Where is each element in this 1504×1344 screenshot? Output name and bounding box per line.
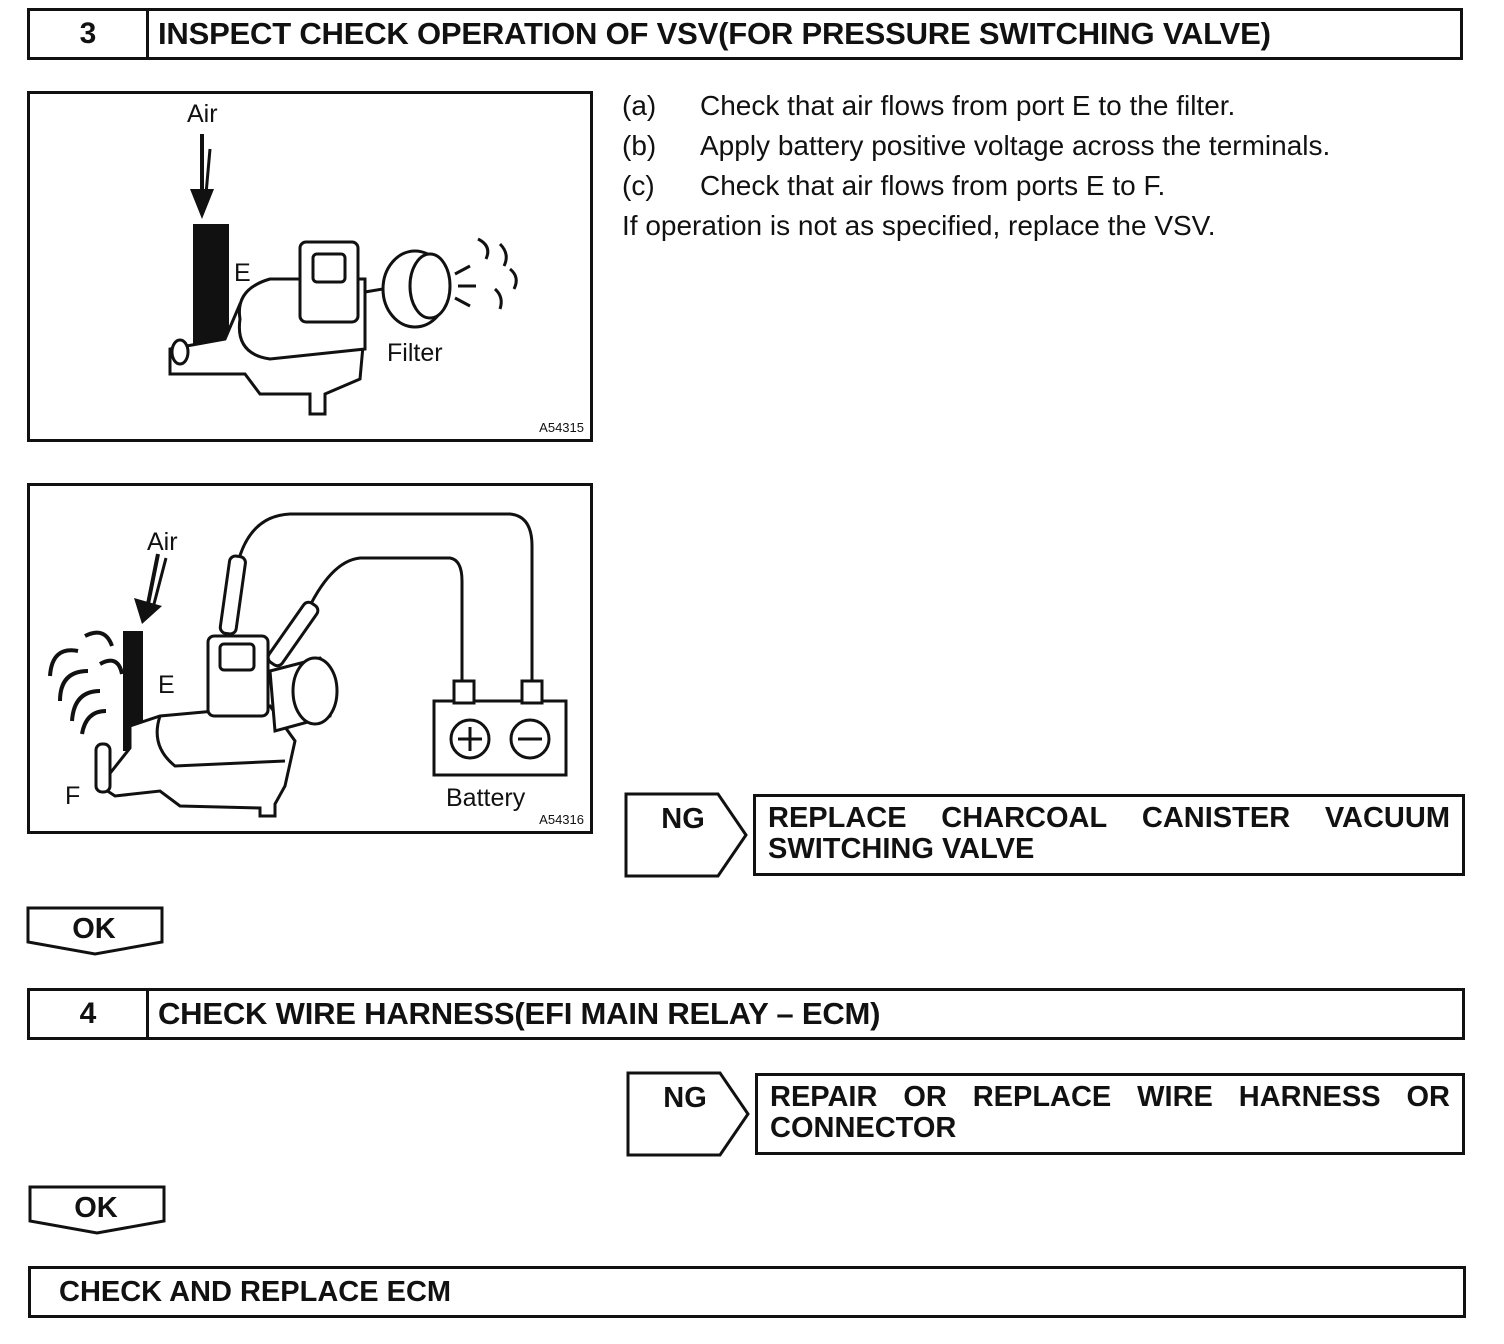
ng-label: NG — [663, 1082, 707, 1114]
label-port-e: E — [234, 259, 251, 287]
step-title: INSPECT CHECK OPERATION OF VSV(FOR PRESS… — [158, 16, 1271, 51]
ng-tab-1 — [624, 792, 748, 878]
ng-result-box: REPAIR OR REPLACE WIRE HARNESS OR CONNEC… — [755, 1073, 1465, 1155]
step-number: 4 — [30, 991, 149, 1037]
air-arrow-icon — [190, 134, 214, 219]
result-line-2: CONNECTOR — [770, 1112, 957, 1144]
label-air: Air — [187, 100, 218, 128]
label-port-e: E — [158, 671, 175, 699]
result-line-1: REPLACE CHARCOAL CANISTER VACUUM — [768, 802, 1450, 834]
air-out-icon — [454, 237, 518, 310]
instruction-text: Check that air flows from ports E to F. — [700, 170, 1166, 201]
final-action-box: CHECK AND REPLACE ECM — [28, 1266, 1466, 1318]
label-air: Air — [147, 528, 178, 556]
instruction-label: (c) — [622, 170, 655, 201]
label-filter: Filter — [387, 339, 443, 367]
label-battery: Battery — [446, 784, 526, 812]
step-4-header: 4 CHECK WIRE HARNESS(EFI MAIN RELAY – EC… — [27, 988, 1465, 1040]
instruction-item: (a) Check that air flows from port E to … — [622, 86, 1482, 126]
instruction-note: If operation is not as specified, replac… — [622, 210, 1216, 241]
step-number: 3 — [30, 11, 149, 57]
air-out-icon — [48, 630, 124, 735]
figure-vsv-on: Air E F Battery A54316 — [27, 483, 593, 834]
instruction-label: (b) — [622, 130, 657, 161]
air-arrow-icon — [134, 553, 168, 624]
instruction-text: Apply battery positive voltage across th… — [700, 130, 1331, 161]
figure-code: A54315 — [539, 420, 584, 435]
ng-result-box: REPLACE CHARCOAL CANISTER VACUUM SWITCHI… — [753, 794, 1465, 876]
step-title: CHECK WIRE HARNESS(EFI MAIN RELAY – ECM) — [158, 996, 881, 1031]
ok-tab-2 — [28, 1185, 166, 1235]
result-line-1: REPAIR OR REPLACE WIRE HARNESS OR — [770, 1081, 1450, 1113]
vsv-on-illustration — [48, 512, 568, 818]
ng-label: NG — [661, 803, 705, 835]
label-port-f: F — [65, 782, 81, 810]
instructions: (a) Check that air flows from port E to … — [622, 86, 1482, 246]
battery-icon — [432, 679, 568, 777]
ok-label: OK — [74, 1192, 118, 1224]
instruction-label: (a) — [622, 90, 657, 121]
instruction-item: (c) Check that air flows from ports E to… — [622, 166, 1482, 206]
result-line-2: SWITCHING VALVE — [768, 833, 1035, 865]
final-action-text: CHECK AND REPLACE ECM — [59, 1275, 452, 1308]
figure-vsv-off: Air E Filter A54315 — [27, 91, 593, 442]
instruction-item: (b) Apply battery positive voltage acros… — [622, 126, 1482, 166]
instruction-text: Check that air flows from port E to the … — [700, 90, 1236, 121]
ok-tab-1 — [26, 906, 164, 956]
ng-tab-2 — [626, 1071, 750, 1157]
ok-label: OK — [72, 913, 116, 945]
figure-code: A54316 — [539, 812, 584, 827]
step-3-header: 3 INSPECT CHECK OPERATION OF VSV(FOR PRE… — [27, 8, 1463, 60]
vsv-off-illustration — [168, 134, 518, 416]
